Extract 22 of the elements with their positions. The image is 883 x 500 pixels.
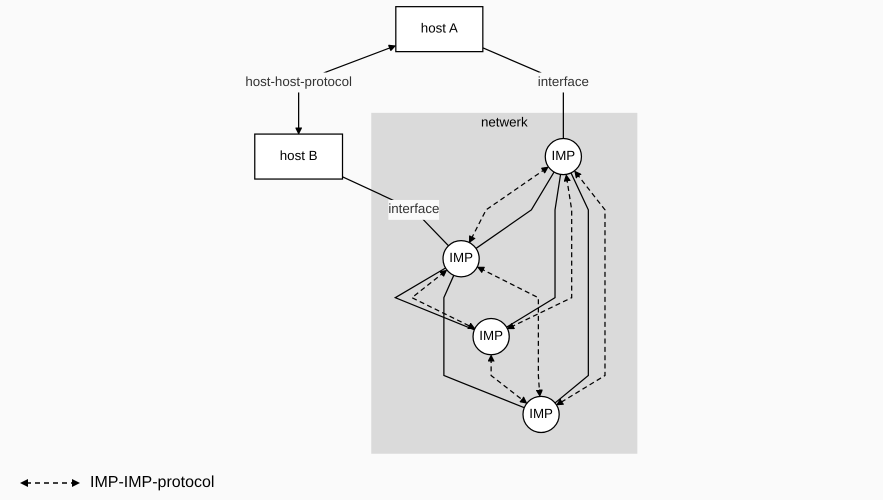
arrow [556,170,606,406]
legend-label: IMP-IMP-protocol [90,474,214,492]
node-box: host A [396,6,484,52]
arrow [469,166,549,243]
connector [342,176,450,246]
connector [506,174,562,328]
node-circle: IMP [472,318,510,356]
arrow [478,266,544,397]
edge-label: host-host-protocol [246,74,352,90]
connector [555,172,590,404]
connector [444,275,525,408]
node-circle: IMP [545,138,582,176]
connector [394,267,475,330]
node-box: host B [254,133,344,180]
connector [476,172,555,249]
arrow [411,270,476,329]
node-circle: IMP [522,396,560,434]
edge-label: interface [538,74,590,90]
arrow [507,174,573,330]
node-circle: IMP [442,240,480,278]
arrow [488,354,528,404]
edge-label: interface [388,202,440,217]
